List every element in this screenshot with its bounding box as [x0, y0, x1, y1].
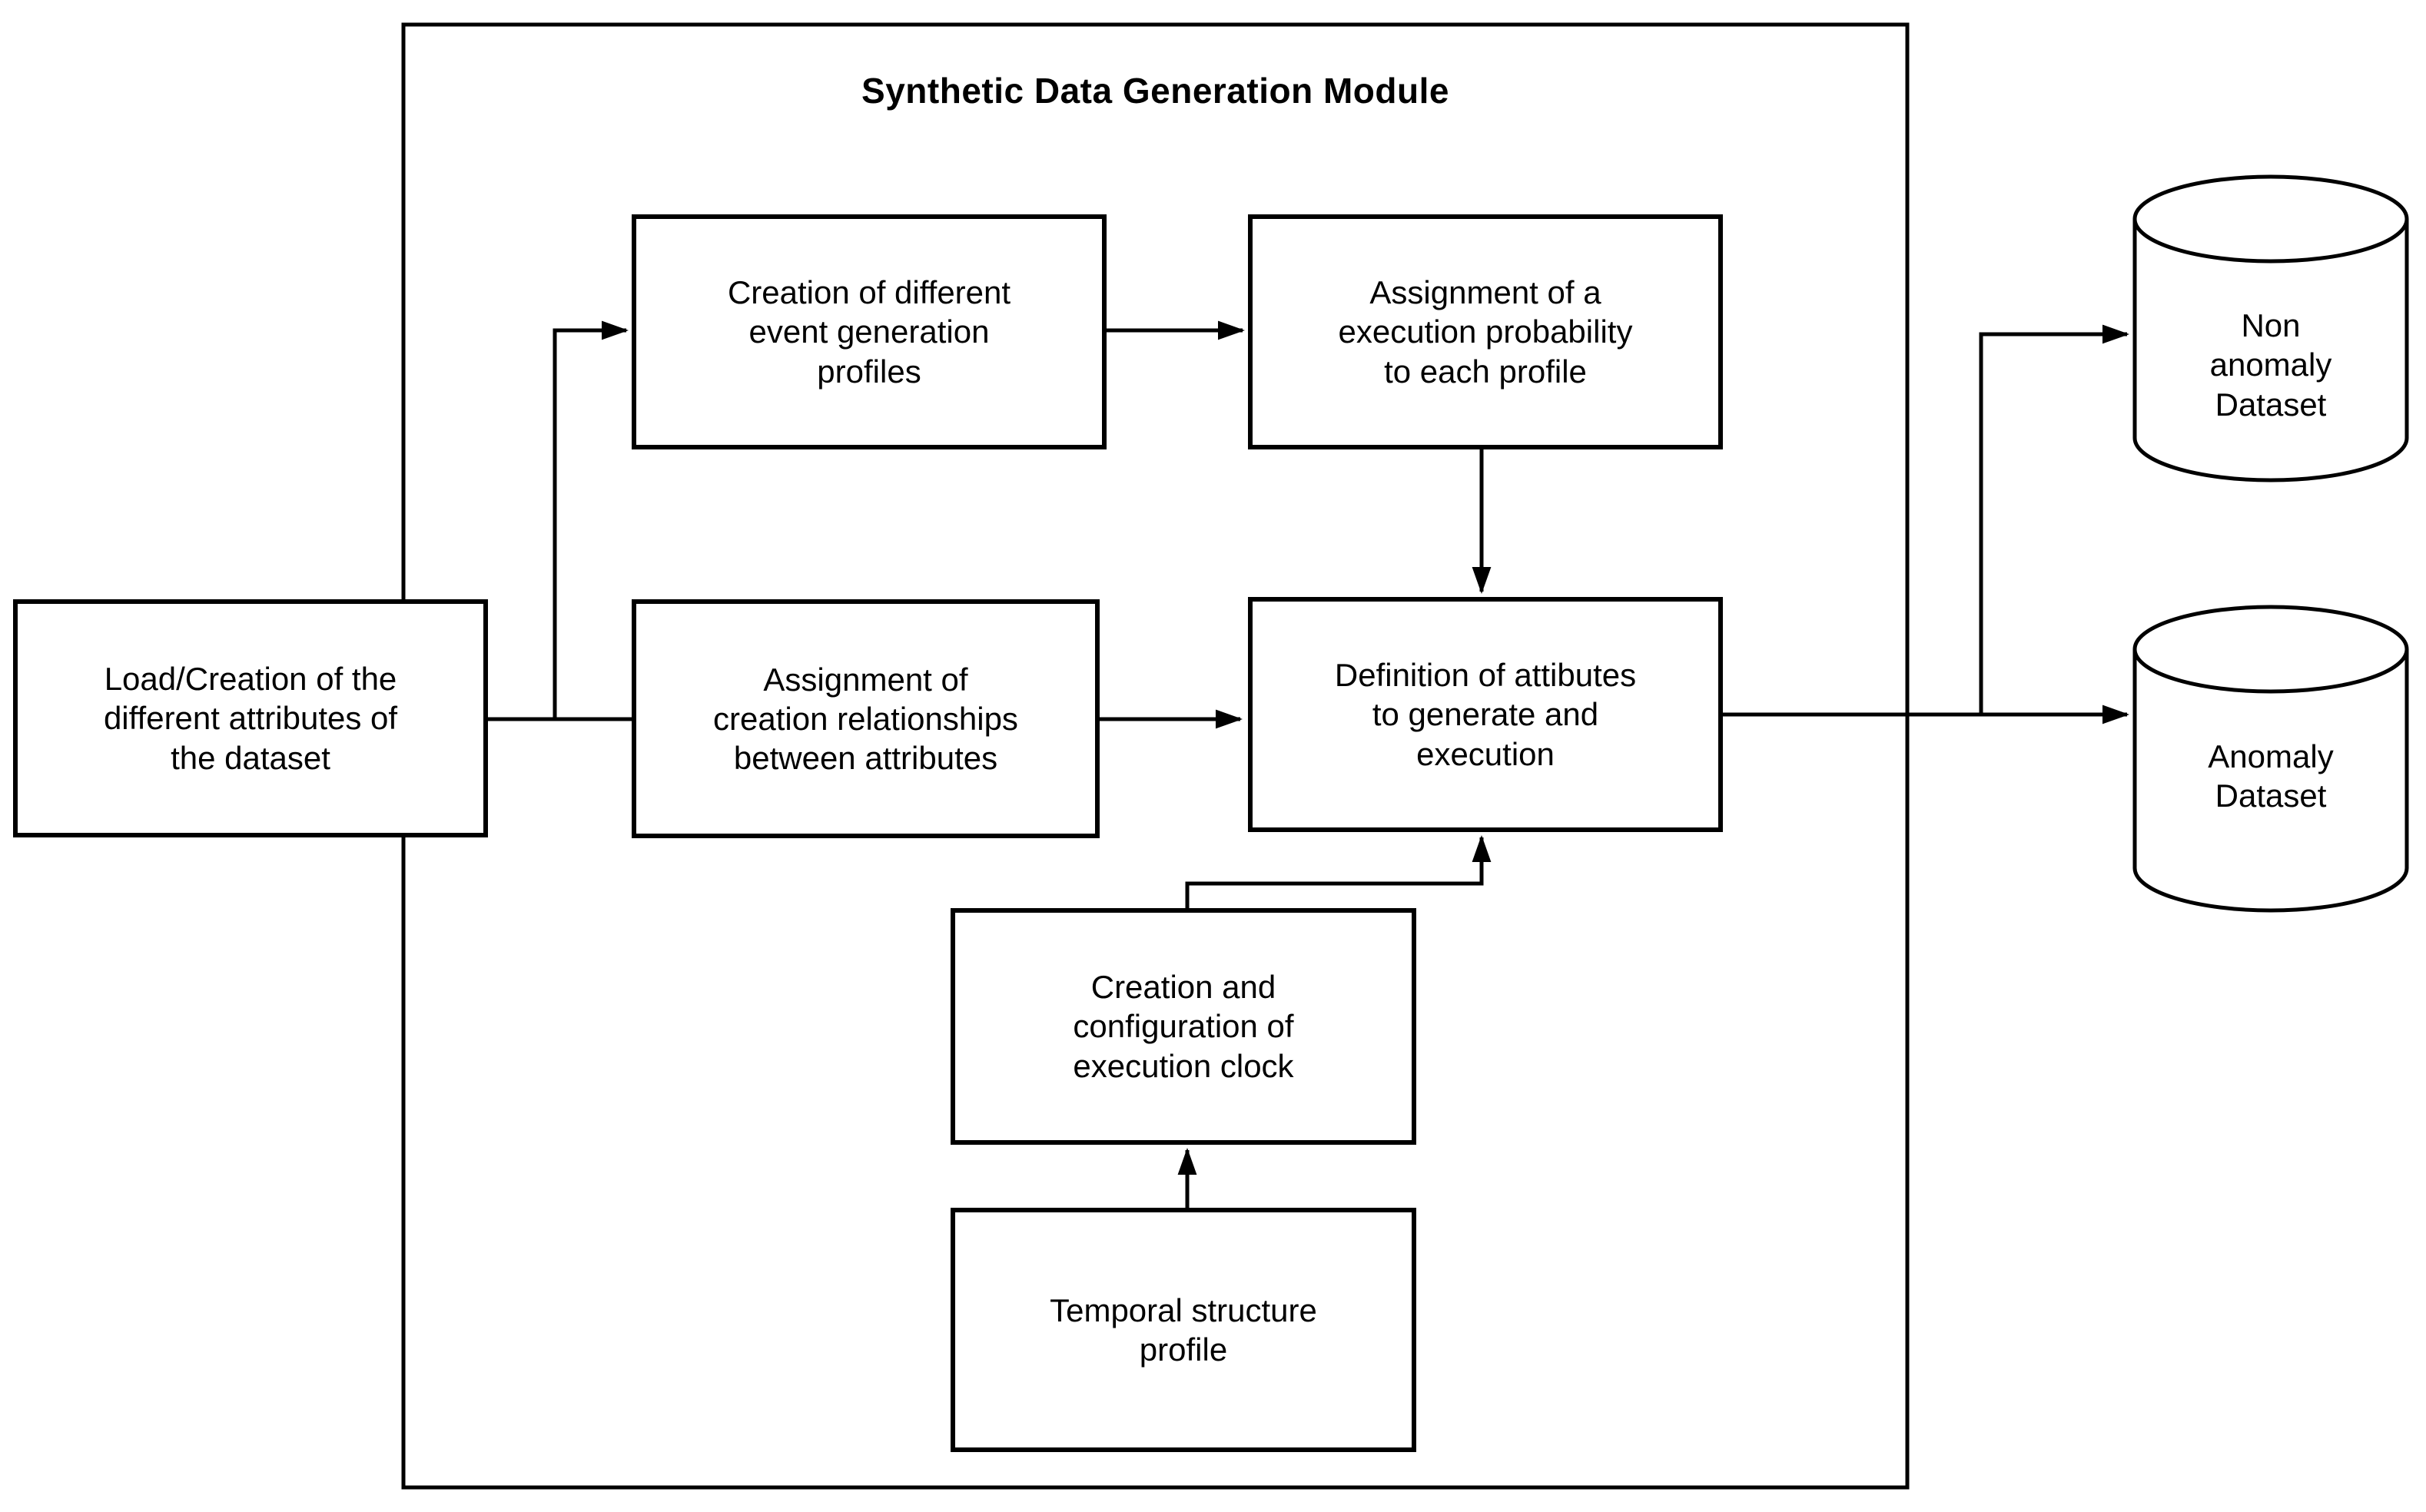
- node-exec-probability: Assignment of a execution probability to…: [1338, 274, 1633, 390]
- node-definition-attributes: Definition of attibutes to generate and …: [1334, 657, 1637, 772]
- box-definition-attributes: [1248, 597, 1723, 832]
- node-non-anomaly-dataset: Non anomaly Dataset: [2209, 307, 2332, 423]
- database-cylinder-non-anomaly-rim: [2132, 218, 2409, 264]
- edge-clock-to-definition: [1185, 835, 1492, 910]
- module-title: Synthetic Data Generation Module: [861, 71, 1449, 111]
- edge-load-to-profiles: [553, 320, 629, 719]
- box-temporal-profile: [951, 1208, 1416, 1452]
- node-temporal-profile: Temporal structure profile: [1050, 1292, 1317, 1368]
- database-cylinder-anomaly: [2132, 605, 2409, 913]
- database-cylinder-non-anomaly: [2132, 174, 2409, 482]
- node-creation-relationships: Assignment of creation relationships bet…: [713, 661, 1018, 777]
- edge-definition-to-non-anomaly: [1979, 324, 2129, 715]
- node-execution-clock: Creation and configuration of execution …: [1073, 969, 1294, 1084]
- node-anomaly-dataset: Anomaly Dataset: [2208, 738, 2334, 814]
- box-execution-clock: [951, 908, 1416, 1145]
- node-load-creation: Load/Creation of the different attribute…: [103, 661, 398, 776]
- box-load-creation: [13, 599, 488, 837]
- node-event-profiles: Creation of different event generation p…: [727, 274, 1011, 390]
- box-exec-probability: [1248, 214, 1723, 449]
- box-event-profiles: [632, 214, 1107, 449]
- box-creation-relationships: [632, 599, 1100, 838]
- database-cylinder-anomaly-rim: [2132, 648, 2409, 694]
